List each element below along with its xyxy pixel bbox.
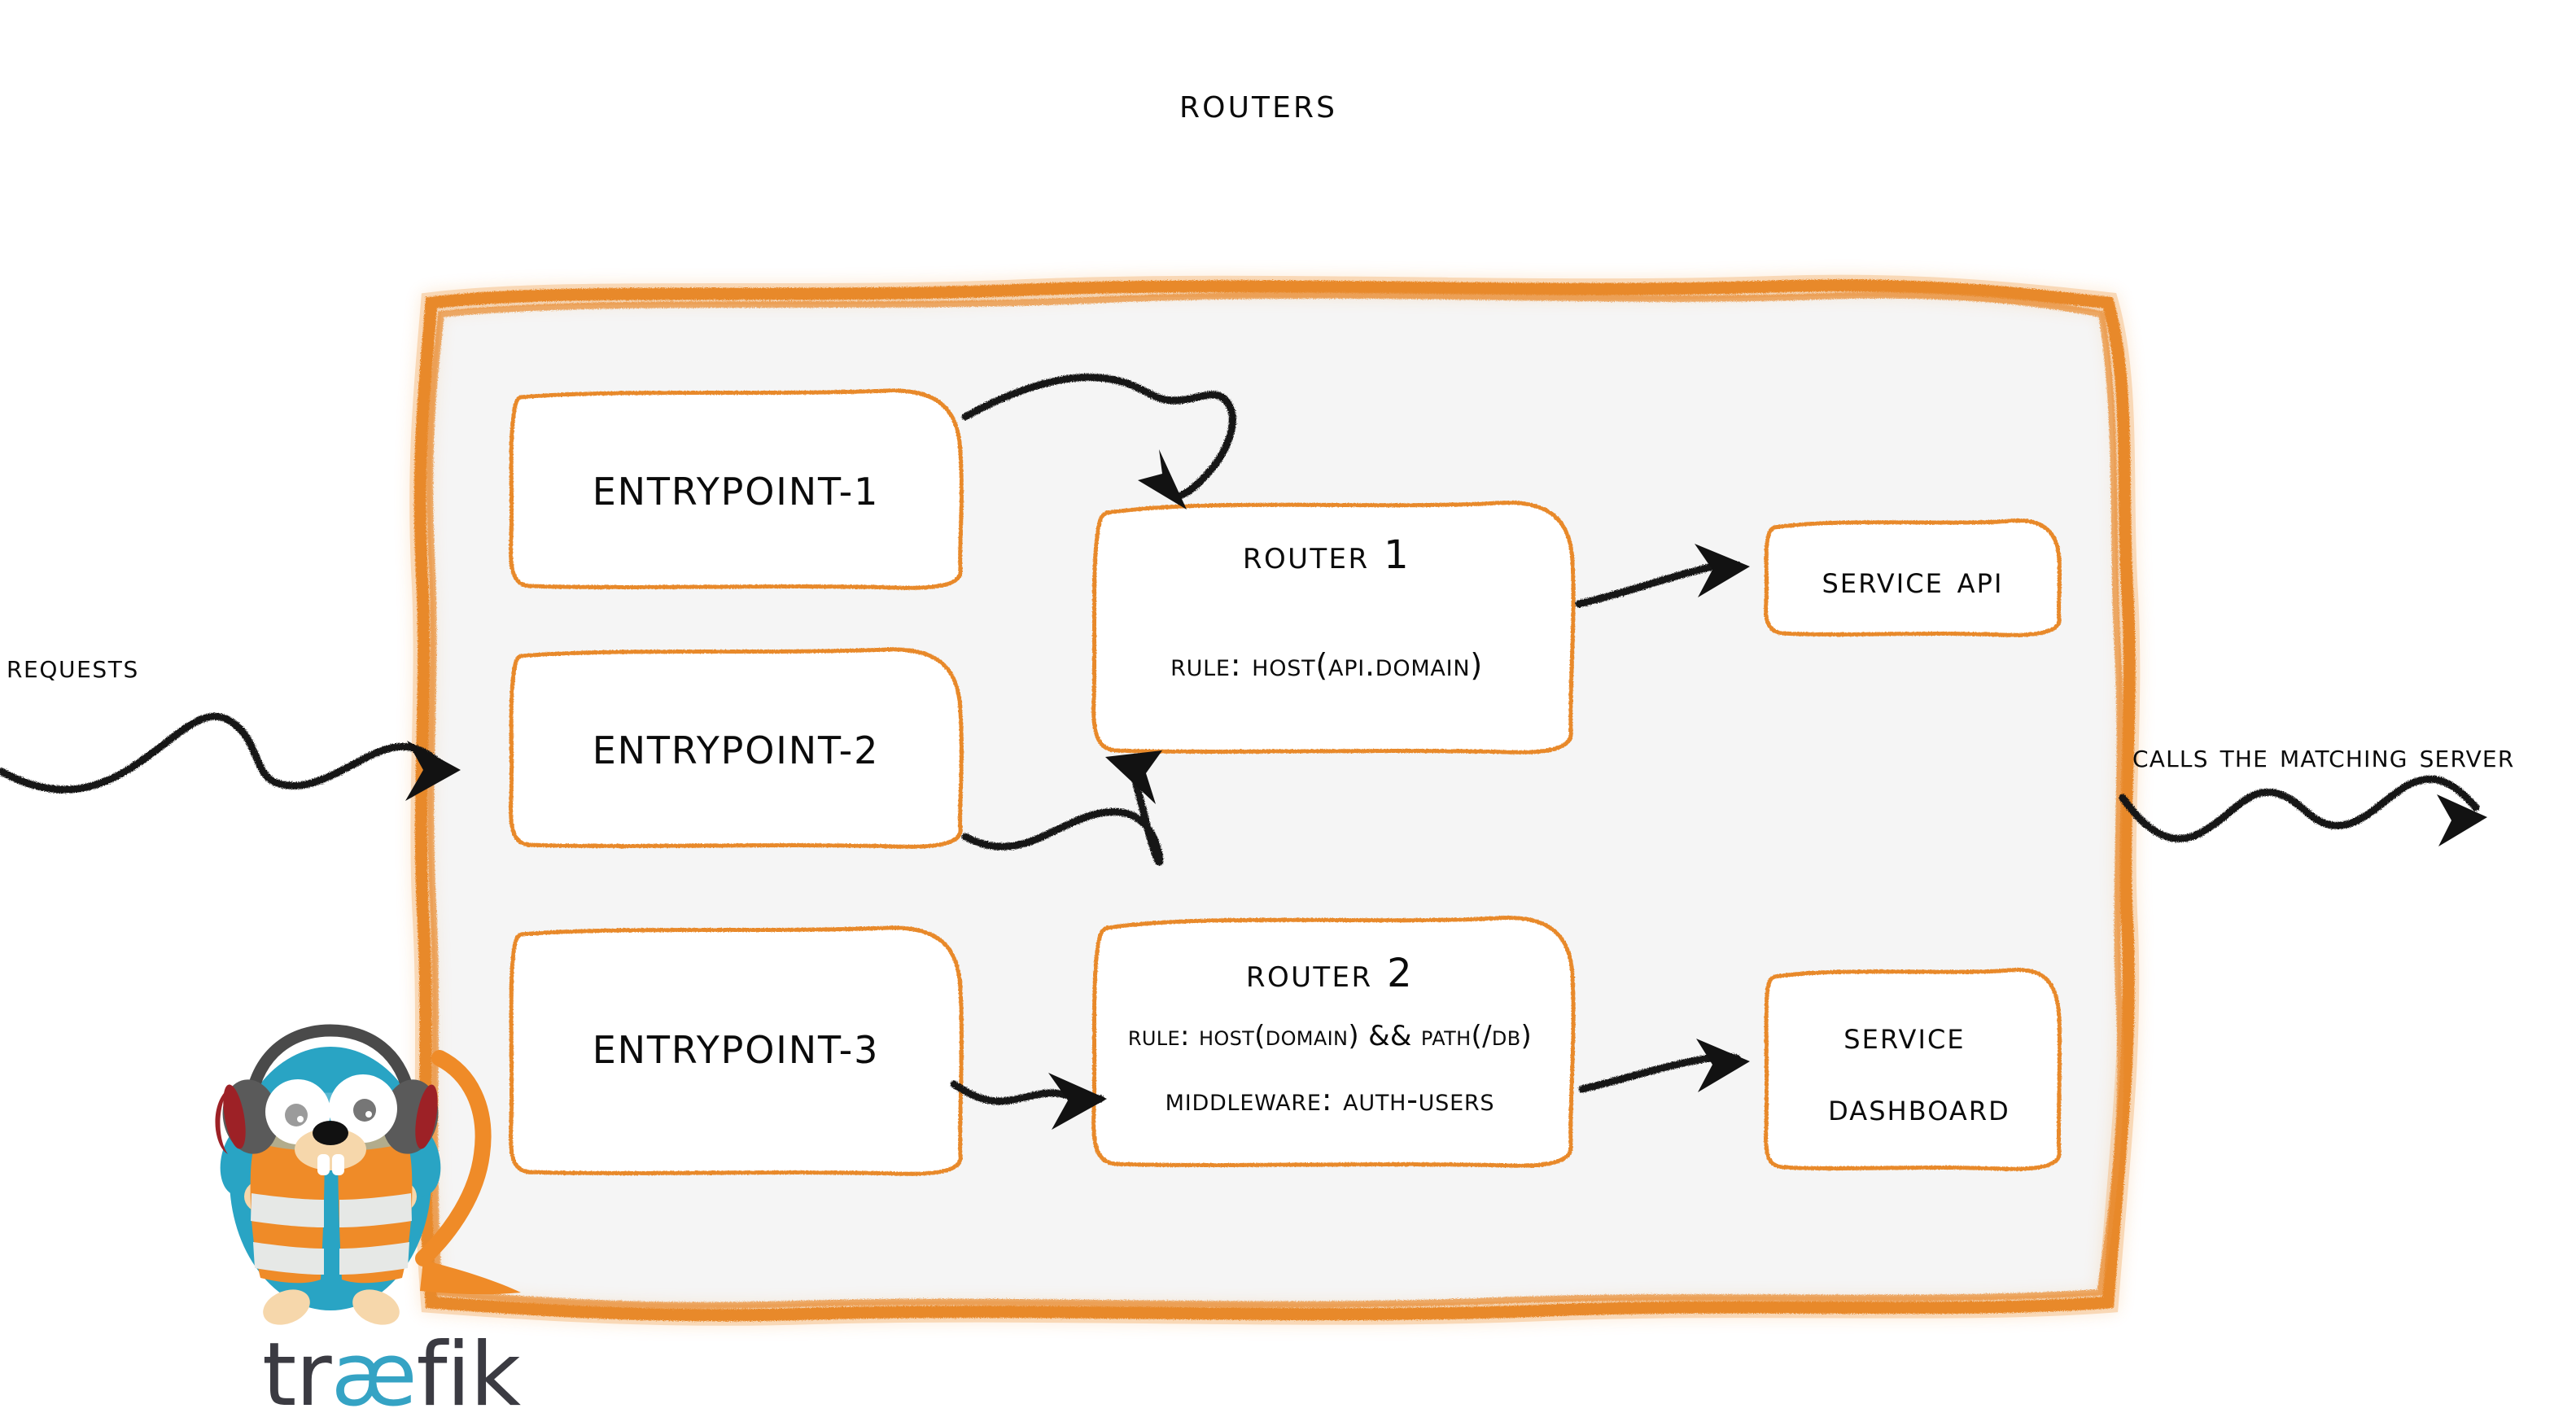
router-2-box[interactable] [1091,916,1576,1168]
routers-container-border-pass2 [426,291,2124,1309]
service-dashboard-label-line1: Service [1843,1013,1966,1057]
gopher-foot-left [263,1289,310,1325]
gopher-headphone-band [244,1024,417,1107]
arrowhead-matching-server [2437,794,2487,846]
entrypoint-boxes [509,388,964,1176]
gopher-tooth-right [332,1154,344,1175]
service-boxes [1764,518,2062,1171]
router-2-middleware: Middleware: auth-users [1165,1082,1495,1118]
router-1-title: Router 1 [1242,531,1411,578]
traefik-logo-text: træfik [262,1324,521,1426]
traefik-gopher-mascot [215,1024,521,1325]
gopher-nose [313,1121,348,1145]
arrowhead-entrypoint2-router1 [1105,750,1162,804]
router-boxes [1091,501,1576,1168]
gopher-headphone-left [215,1079,279,1154]
router-1-rule: rule: Host(api.domain) [1170,647,1483,684]
outgoing-label: Calls the matching server [2132,737,2515,775]
routers-container-border [413,279,2136,1322]
gopher-tail-tip [420,1260,521,1295]
entrypoint-1-label: entrypoint-1 [592,469,880,514]
router-2-rule: rule: Host(domain) && Path(/db) [1127,1020,1533,1053]
service-dashboard-box[interactable] [1764,967,2062,1171]
entrypoint-3-box[interactable] [509,925,964,1176]
traefik-logo: træfik [262,1332,521,1419]
connector-arrowheads [405,449,2487,1130]
router-2-title: Router 2 [1245,950,1415,996]
service-api-label: Service API [1822,557,2004,601]
arrowhead-entrypoint1-router1 [1138,449,1187,510]
gopher-tooth-left [317,1154,330,1175]
entrypoint-1-box[interactable] [509,388,964,590]
service-dashboard-label-line2: Dashboard [1828,1084,2010,1129]
entrypoint-2-label: entrypoint-2 [592,728,880,772]
arrow-entrypoint1-router1-path [961,374,1236,499]
arrow-requests-path [0,712,450,794]
arrow-matching-server-path [2119,775,2480,842]
gopher-tail [415,1050,492,1266]
service-api-box[interactable] [1764,518,2062,637]
gopher-foot-right [352,1289,400,1325]
entrypoint-2-box[interactable] [509,647,964,849]
arrowhead-requests [405,741,461,801]
connector-arrows [0,374,2480,1105]
gopher-pupil-right [353,1099,376,1122]
entrypoint-3-label: entrypoint-3 [592,1027,880,1072]
gopher-muzzle [295,1128,366,1170]
arrowhead-entrypoint3-router2 [1048,1073,1107,1130]
page-title: Routers [1179,79,1338,128]
arrowhead-router1-serviceapi [1695,544,1750,597]
gopher-headphone-right [382,1079,439,1154]
arrowhead-router2-servicedashboard [1696,1039,1750,1092]
incoming-label: Requests [7,648,139,685]
arrow-entrypoint2-router1-path [961,756,1164,866]
router-1-box[interactable] [1091,501,1576,755]
gopher-pupil-left [285,1104,308,1126]
